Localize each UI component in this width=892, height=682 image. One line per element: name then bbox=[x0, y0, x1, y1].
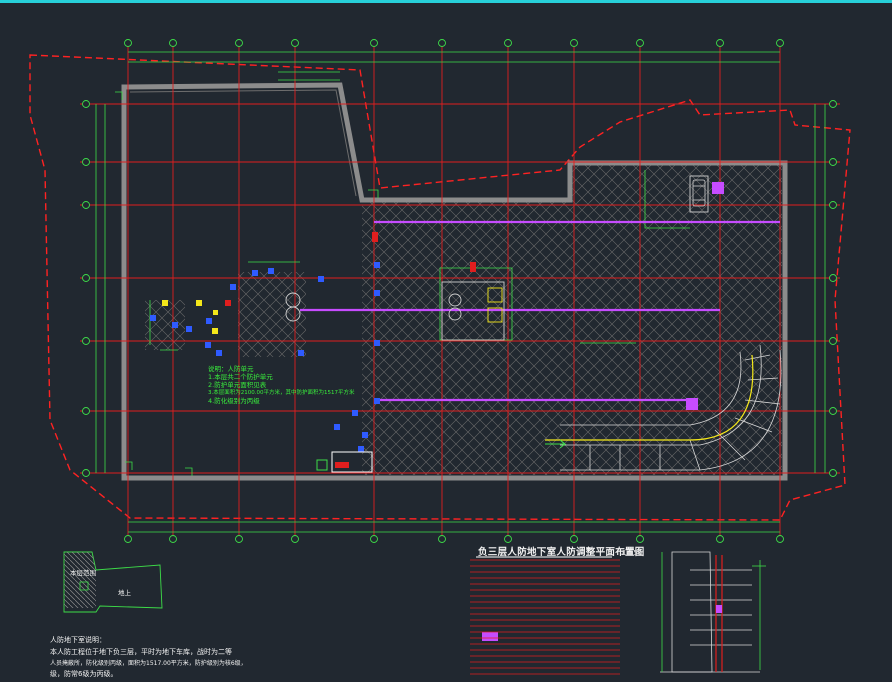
section-detail-red bbox=[715, 555, 723, 672]
ramp-centerline bbox=[545, 354, 754, 441]
notes-line-1: 本人防工程位于地下负三层，平时为地下车库，战时为二等 bbox=[50, 648, 232, 656]
axis-grid bbox=[80, 40, 840, 540]
grid-axis-bubble-icon bbox=[82, 39, 837, 543]
section-detail bbox=[660, 551, 760, 673]
window-top-border bbox=[0, 0, 892, 3]
legend-line-5: 4.防化级别为丙级 bbox=[208, 397, 260, 405]
legend-line-3: 2.防护单元面积见表 bbox=[208, 381, 267, 389]
key-plan-label-scope: 本层范围 bbox=[70, 569, 96, 577]
dimension-lines bbox=[95, 51, 826, 533]
door-symbol-icon bbox=[115, 91, 379, 476]
equipment-symbols bbox=[150, 232, 476, 452]
ramp bbox=[560, 344, 782, 471]
notes-heading: 人防地下室说明： bbox=[50, 636, 106, 644]
notes-line-3: 级，防常6级为丙级。 bbox=[50, 670, 118, 678]
legend-line-1: 说明：人防单元 bbox=[208, 365, 254, 373]
key-plan-label-above: 地上 bbox=[118, 589, 131, 597]
equipment-room bbox=[285, 175, 709, 341]
scale-note: 1:150 bbox=[622, 549, 643, 557]
entry-block bbox=[316, 439, 567, 473]
sheet-title: 负三层人防地下室人防调整平面布置图 bbox=[478, 547, 645, 558]
legend-line-2: 1.本层共二个防护单元 bbox=[208, 373, 273, 381]
hatched-floor-areas bbox=[145, 162, 782, 475]
building-walls bbox=[121, 82, 788, 481]
schedule-table bbox=[470, 559, 620, 675]
notes-line-2: 人员掩蔽所，防化级别丙级，面积为1517.00平方米，防护级别为核6级， bbox=[50, 660, 247, 667]
legend-line-4: 3.本层面积为2100.00平方米，其中防护面积为1517平方米 bbox=[208, 390, 355, 396]
key-plan bbox=[63, 551, 163, 613]
car-icon bbox=[692, 179, 706, 207]
air-ducts bbox=[300, 220, 780, 402]
